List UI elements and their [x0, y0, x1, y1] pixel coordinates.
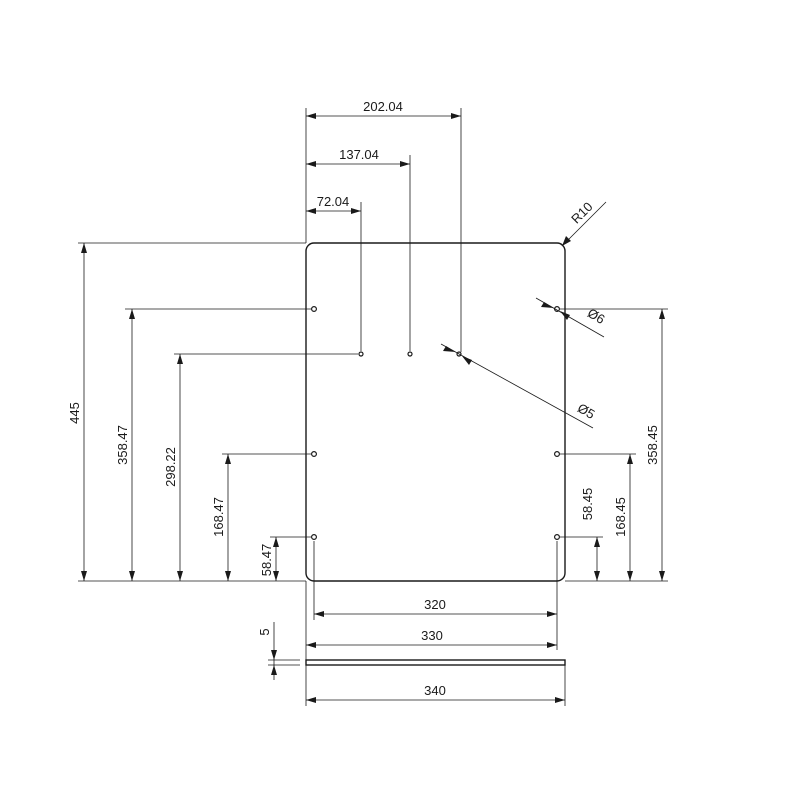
hole-left-bottom — [311, 533, 318, 540]
dim-298-label: 298.22 — [163, 447, 178, 487]
hole-left-mid — [311, 451, 318, 458]
thickness-label: 5 — [257, 628, 272, 635]
dim-358-right-label: 358.45 — [645, 425, 660, 465]
hole-right-bottom — [553, 533, 560, 540]
dim-445-label: 445 — [67, 402, 82, 424]
dim-330-label: 330 — [421, 628, 443, 643]
hole-diameter-callouts: Ø6 Ø5 — [440, 297, 608, 429]
radius-callout: R10 — [561, 199, 607, 247]
dim-72-label: 72.04 — [317, 194, 350, 209]
top-dimensions: 202.04 137.04 72.04 — [305, 99, 462, 352]
dim-168-left-label: 168.47 — [211, 497, 226, 537]
mounting-holes — [311, 306, 560, 540]
hole-inner-137 — [407, 351, 413, 357]
dim-137-label: 137.04 — [339, 147, 379, 162]
dim-202-label: 202.04 — [363, 99, 403, 114]
hole-right-mid — [553, 451, 560, 458]
hole-inner-72 — [358, 351, 364, 357]
dim-58-right-label: 58.45 — [580, 488, 595, 521]
dim-358-left-label: 358.47 — [115, 425, 130, 465]
hole-d5-label: Ø5 — [575, 400, 598, 422]
hole-d6-label: Ø6 — [585, 305, 608, 327]
left-dimensions: 445 358.47 298.22 168.47 58.47 — [67, 242, 358, 582]
side-view: 5 — [257, 622, 566, 680]
dim-168-right-label: 168.45 — [613, 497, 628, 537]
dim-340-label: 340 — [424, 683, 446, 698]
bottom-dimensions: 320 330 340 — [305, 541, 566, 706]
plate-outline — [305, 242, 566, 582]
dim-58-left-label: 58.47 — [259, 544, 274, 577]
radius-label: R10 — [568, 199, 595, 226]
hole-left-top — [311, 306, 318, 313]
plate-side-profile — [305, 659, 566, 666]
right-dimensions: 358.45 168.45 58.45 — [560, 308, 668, 582]
dim-320-label: 320 — [424, 597, 446, 612]
